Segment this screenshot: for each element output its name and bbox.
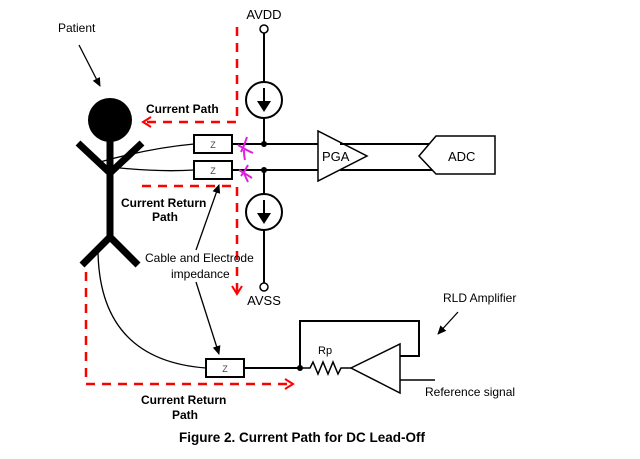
- impedance-z-rld: Z: [205, 358, 245, 378]
- fault-marker-lower: [238, 164, 253, 183]
- impedance-z-1: Z: [193, 134, 233, 154]
- figure-caption: Figure 2. Current Path for DC Lead-Off: [179, 430, 426, 445]
- current-return-path-rld: [84, 272, 295, 390]
- current-path-upper: [141, 27, 239, 128]
- rp-resistor: [300, 360, 351, 376]
- current-return-path-upper-line2: Path: [152, 210, 178, 224]
- patient-label: Patient: [58, 21, 96, 35]
- fault-marker-upper: [237, 136, 254, 161]
- avdd-label: AVDD: [246, 7, 281, 22]
- patient-left-arm: [75, 140, 113, 176]
- current-return-path-lower-line2: Path: [172, 408, 198, 422]
- rld-amplifier-label: RLD Amplifier: [443, 291, 516, 305]
- avdd-terminal: [259, 24, 269, 34]
- current-source-upper-arrow-icon: [257, 101, 271, 112]
- pga-amplifier: PGA: [317, 129, 369, 183]
- current-return-path-avss: [142, 184, 243, 296]
- pga-label: PGA: [322, 149, 350, 164]
- reference-signal-label: Reference signal: [425, 385, 515, 399]
- rp-label: Rp: [318, 345, 332, 357]
- electrode-cable-2: [119, 167, 195, 172]
- avss-terminal: [259, 282, 269, 292]
- cable-impedance-label-line2: impedance: [171, 267, 230, 281]
- current-path-label: Current Path: [146, 102, 219, 116]
- electrode-cable-1: [99, 143, 195, 163]
- current-source-lower-arrow-icon: [257, 213, 271, 224]
- current-return-path-lower-line1: Current Return: [141, 393, 226, 407]
- cable-impedance-arrow-lower: [195, 281, 221, 355]
- rld-amplifier-triangle: [349, 342, 401, 395]
- cable-impedance-arrow-upper: [195, 184, 221, 251]
- rld-amplifier-pointer-arrow: [437, 311, 459, 335]
- electrode-cable-rld: [97, 251, 207, 369]
- adc-block: ADC: [417, 135, 496, 175]
- current-source-lower: [245, 193, 283, 231]
- impedance-z-2: Z: [193, 160, 233, 180]
- adc-label: ADC: [448, 149, 475, 164]
- impedance-z-1-label: Z: [210, 140, 216, 150]
- cable-impedance-label-line1: Cable and Electrode: [145, 251, 254, 265]
- impedance-z-rld-label: Z: [222, 364, 228, 374]
- current-return-path-upper-line1: Current Return: [121, 196, 206, 210]
- current-source-upper: [245, 81, 283, 119]
- rld-feedback-wire: [299, 320, 420, 368]
- impedance-z-2-label: Z: [210, 166, 216, 176]
- patient-head: [88, 98, 132, 142]
- patient-left-leg: [79, 234, 113, 268]
- patient-right-arm: [107, 140, 145, 176]
- avss-label: AVSS: [247, 293, 281, 308]
- patient-right-leg: [107, 234, 141, 268]
- patient-figure: [75, 98, 145, 268]
- patient-pointer-arrow: [78, 44, 101, 87]
